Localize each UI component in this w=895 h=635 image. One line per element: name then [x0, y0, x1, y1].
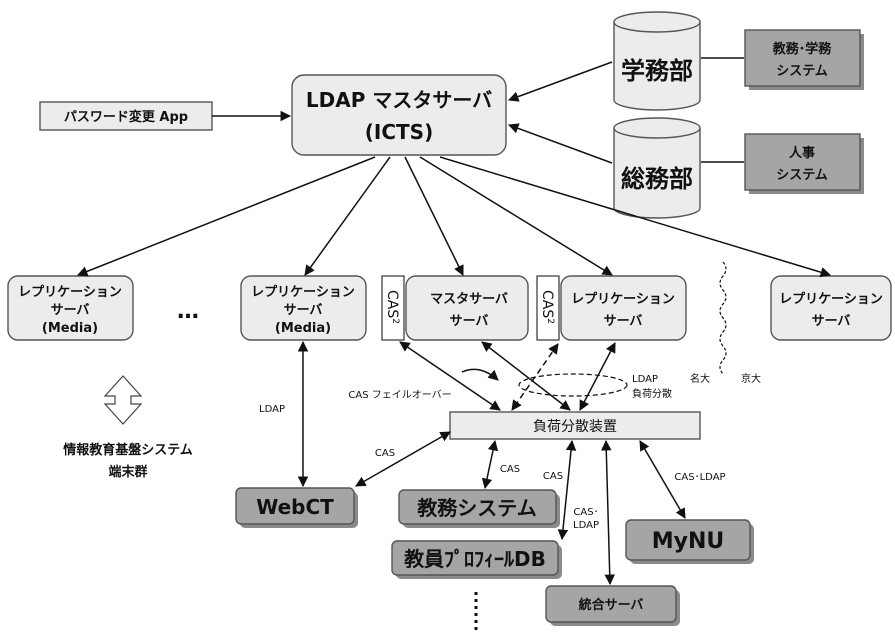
cas-failover-label: CAS フェイルオーバー [348, 389, 451, 401]
somu-label: 総務部 [621, 165, 693, 193]
nagoya-label: 名大 [690, 372, 710, 385]
somu-database[interactable]: 総務部 [613, 117, 701, 219]
mynu-label: MyNU [652, 529, 725, 554]
cas-ldap-tougou-line2: LDAP [573, 520, 599, 531]
replica-media-1-line2: サーバ [51, 303, 90, 318]
replica-media-1-line3: (Media) [42, 321, 98, 336]
kyomu-gakumu-line2: システム [776, 64, 828, 79]
faculty-profile-db-node[interactable]: 教員ﾌﾟﾛﾌｨｰﾙDB [391, 540, 562, 579]
load-balancer-node[interactable]: 負荷分散装置 [449, 411, 701, 440]
kyomu-system-node[interactable]: 教務システム [398, 489, 560, 528]
faculty-profile-db-label: 教員ﾌﾟﾛﾌｨｰﾙDB [404, 547, 546, 571]
load-balancer-label: 負荷分散装置 [533, 419, 617, 435]
more-servers-ellipsis: … [177, 299, 199, 324]
jinji-system-node[interactable]: 人事 システム [744, 133, 864, 194]
ldap-to-replica-right-arrow [439, 156, 832, 278]
jinji-line1: 人事 [789, 145, 815, 161]
cas2-replica-base: CAS [539, 290, 555, 318]
svg-text:CAS2: CAS2 [539, 290, 555, 324]
svg-text:CAS2: CAS2 [384, 290, 400, 324]
password-app-node[interactable]: パスワード変更 App [39, 101, 213, 131]
cas-failover-arrow [461, 368, 499, 381]
cas-ldap-tougou-line1: CAS･ [573, 507, 598, 518]
webct-node[interactable]: WebCT [235, 487, 358, 528]
somu-to-ldap-arrow [508, 123, 613, 164]
ldap-to-master-server-arrow [404, 156, 464, 276]
password-app-label: パスワード変更 App [64, 109, 188, 125]
lb-to-kyomu-system-arrow [481, 439, 499, 490]
cas2-badge-replica: CAS2 [536, 275, 560, 341]
lb-to-tougou-server-arrow [601, 439, 615, 586]
ldap-to-replica-server-arrow [419, 156, 613, 276]
double-arrow-icon [103, 375, 143, 425]
master-server-node[interactable]: マスタサーバ サーバ [405, 275, 529, 341]
kyoto-label: 京大 [741, 372, 761, 385]
replica-server-line2: サーバ [604, 314, 643, 329]
ldap-master-subtitle: (ICTS) [365, 120, 433, 144]
gakumu-label: 学務部 [621, 57, 693, 85]
terminal-group-line1: 情報教育基盤システム [63, 442, 193, 458]
lb-to-webct-arrow [355, 431, 451, 487]
tougou-server-label: 統合サーバ [579, 597, 644, 613]
cas2-master-base: CAS [384, 290, 400, 318]
kyomu-gakumu-system-node[interactable]: 教務･学務 システム [744, 29, 864, 90]
replica-media-2-line1: レプリケーション [251, 285, 355, 300]
lb-to-mynu-arrow [639, 440, 686, 519]
replica-server-line1: レプリケーション [571, 292, 675, 307]
replica-right-line1: レプリケーション [779, 292, 883, 307]
ldap-edge-label: LDAP [259, 404, 285, 415]
master-server-line2: サーバ [450, 314, 489, 329]
ldap-master-node[interactable]: LDAP マスタサーバ (ICTS) [291, 74, 507, 156]
terminal-group-line2: 端末群 [108, 464, 147, 480]
master-server-to-lb-arrow [481, 341, 571, 411]
ldap-to-replica-media-1-arrow [77, 156, 376, 277]
ldap-loadbal-note-line2: 負荷分散 [632, 387, 672, 400]
cas-kyomu-label: CAS [500, 464, 520, 475]
cas-ldap-mynu-label: CAS･LDAP [674, 472, 725, 483]
cas-webct-label: CAS [375, 448, 395, 459]
webct-label: WebCT [256, 495, 334, 519]
gakumu-database[interactable]: 学務部 [613, 11, 701, 111]
ldap-master-title: LDAP マスタサーバ [306, 88, 492, 112]
cas2-replica-sup: 2 [545, 318, 555, 324]
replica-server-node[interactable]: レプリケーション サーバ [560, 275, 687, 341]
lb-to-faculty-profile-arrow [557, 439, 577, 541]
cas-profile-label: CAS [543, 471, 563, 482]
replica-media-2-line3: (Media) [275, 321, 331, 336]
replica-right-node[interactable]: レプリケーション サーバ [770, 275, 892, 341]
replica-media-2-line2: サーバ [284, 303, 323, 318]
kyomu-system-label: 教務システム [417, 496, 536, 520]
replica-right-line2: サーバ [812, 314, 851, 329]
kyomu-gakumu-line1: 教務･学務 [772, 41, 833, 57]
master-server-line1: マスタサーバ [430, 292, 508, 307]
tougou-server-node[interactable]: 統合サーバ [545, 585, 680, 626]
ldap-to-replica-media-2-arrow [304, 156, 391, 276]
cas2-replica-to-lb-dashed-arrow [511, 343, 559, 411]
jinji-line2: システム [776, 168, 828, 183]
gakumu-to-ldap-arrow [508, 61, 613, 102]
replica-media-1-line1: レプリケーション [18, 285, 122, 300]
replica-media-node-1[interactable]: レプリケーション サーバ (Media) [7, 275, 134, 341]
cas2-badge-master: CAS2 [381, 275, 405, 341]
replica-server-to-lb-arrow [579, 342, 616, 411]
replica-media-node-2[interactable]: レプリケーション サーバ (Media) [240, 275, 367, 341]
mynu-node[interactable]: MyNU [625, 519, 754, 564]
wavy-boundary-icon [719, 261, 727, 375]
ldap-loadbal-note-line1: LDAP [632, 374, 658, 385]
cas2-master-sup: 2 [390, 318, 400, 324]
